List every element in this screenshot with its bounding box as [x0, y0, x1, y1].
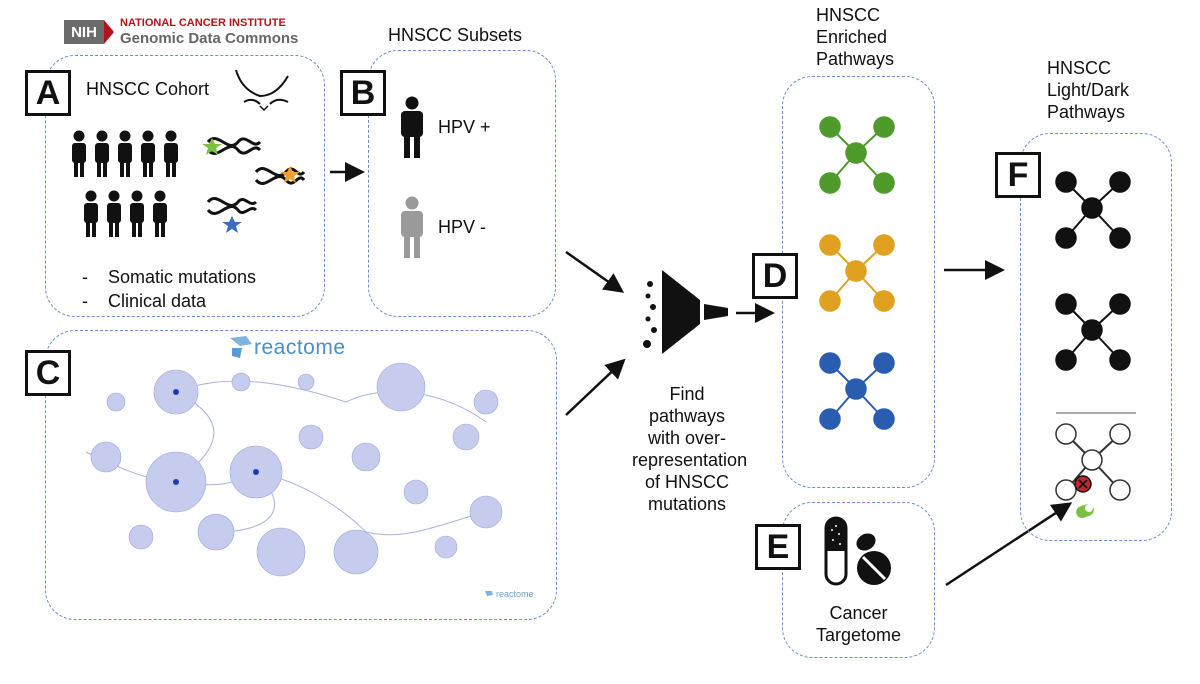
reactome-small-logo-text: reactome: [496, 589, 534, 599]
funnel-caption-line-3: representation: [632, 450, 748, 470]
neck-icon: [235, 69, 289, 112]
panel-d-letter: D: [752, 253, 798, 299]
bullet-somatic: Somatic mutations: [108, 267, 257, 287]
hpv-negative-person-icon: [401, 196, 423, 258]
arrow-c-to-funnel: [565, 358, 626, 416]
nih-commons: Genomic Data Commons: [120, 30, 299, 47]
panel-e-label-line-2: Targetome: [815, 625, 902, 645]
bullet-clinical: Clinical data: [108, 291, 207, 311]
panel-d-heading-line-2: Enriched: [816, 27, 888, 47]
orange-star-icon: [280, 166, 300, 183]
panel-a: [45, 55, 325, 317]
blue-star-icon: [222, 216, 242, 233]
funnel-caption-line-4: of HNSCC: [644, 472, 729, 492]
enriched-graph-blue: [819, 352, 895, 430]
hpv-positive-label: HPV +: [438, 117, 491, 137]
enriched-graph-green: [819, 116, 895, 194]
pills-icon: [824, 516, 891, 586]
hpv-positive-person-icon: [401, 96, 423, 158]
funnel-caption-line-2: with over-: [647, 428, 727, 448]
funnel-caption-line-5: mutations: [647, 494, 727, 514]
panel-f-heading: HNSCC Light/Dark Pathways: [1047, 57, 1129, 123]
panel-f: [1020, 133, 1172, 541]
panel-e-label: Cancer Targetome: [790, 602, 927, 646]
hpv-negative-label: HPV -: [438, 217, 487, 237]
panel-b-heading: HNSCC Subsets: [388, 25, 523, 45]
panel-b-letter: B: [340, 70, 386, 116]
dark-pathway-graph-1: [1055, 171, 1131, 249]
panel-d-heading-line-1: HNSCC: [816, 5, 881, 25]
panel-a-letter: A: [25, 70, 71, 116]
dark-pathway-graph-2: [1055, 293, 1131, 371]
funnel-caption: Find pathways with over- representation …: [632, 383, 748, 515]
panel-c-letter: C: [25, 350, 71, 396]
bullet-2-dash: -: [82, 291, 88, 311]
nih-logo: NIH NATIONAL CANCER INSTITUTE Genomic Da…: [64, 14, 314, 48]
reactome-small-logo-icon: [485, 591, 493, 596]
arrow-b-to-funnel: [565, 250, 625, 293]
panel-e-label-line-1: Cancer: [829, 603, 888, 623]
enriched-graph-orange: [819, 234, 895, 312]
enriched-pathway-graphs: [819, 116, 895, 430]
reactome-logo-icon: [230, 336, 252, 358]
panel-c: [45, 330, 557, 620]
panel-a-title: HNSCC Cohort: [86, 79, 210, 99]
panel-d-heading-line-3: Pathways: [816, 49, 895, 69]
panel-e: [782, 502, 935, 658]
reactome-logo-text: reactome: [254, 336, 346, 359]
light-pathway-graph: [1055, 423, 1131, 501]
panel-f-letter: F: [995, 152, 1041, 198]
panel-e-letter: E: [755, 524, 801, 570]
drug-capsule-icon: [1076, 503, 1094, 519]
nih-chevron: [104, 20, 114, 44]
nih-institute: NATIONAL CANCER INSTITUTE: [120, 17, 286, 29]
funnel-caption-line-1: Find pathways: [648, 384, 726, 426]
panel-d-heading: HNSCC Enriched Pathways: [816, 4, 894, 70]
dna-icons: [202, 137, 306, 233]
nih-badge: NIH: [64, 20, 104, 44]
panel-b: [368, 50, 556, 317]
panel-f-heading-line-1: HNSCC: [1047, 58, 1112, 78]
panel-f-heading-line-2: Light/Dark: [1047, 80, 1130, 100]
green-star-icon: [202, 138, 222, 155]
funnel-icon: [643, 270, 728, 354]
reactome-pathway-map: [85, 362, 503, 577]
light-dark-pathway-graphs: [1055, 171, 1136, 519]
panel-f-heading-line-3: Pathways: [1047, 102, 1126, 122]
drug-block-icon: [1074, 475, 1092, 493]
bullet-1-dash: -: [82, 267, 88, 287]
